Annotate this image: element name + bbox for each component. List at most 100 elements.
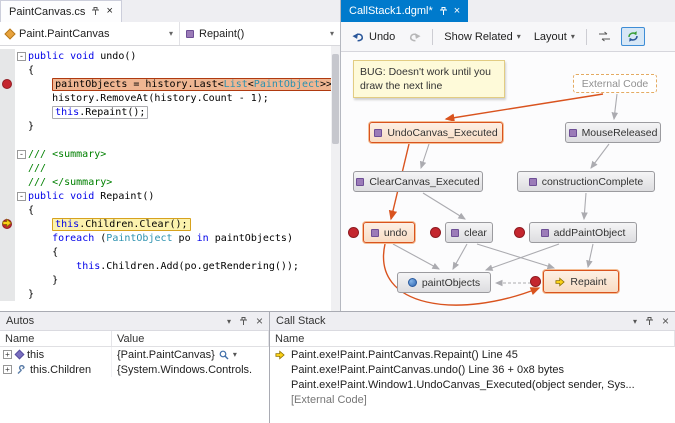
code-line[interactable]: foreach (PaintObject po in paintObjects) bbox=[0, 231, 340, 245]
breakpoint-gutter[interactable] bbox=[0, 63, 15, 77]
breakpoint-gutter[interactable] bbox=[0, 147, 15, 161]
editor-scrollbar[interactable] bbox=[331, 46, 340, 311]
code-line[interactable] bbox=[0, 133, 340, 147]
map-node-external-code[interactable]: External Code bbox=[573, 74, 657, 93]
code-line[interactable]: history.RemoveAt(history.Count - 1); bbox=[0, 91, 340, 105]
outline-margin[interactable]: - bbox=[15, 189, 28, 203]
outline-margin[interactable]: - bbox=[15, 49, 28, 63]
close-icon[interactable]: × bbox=[255, 314, 263, 328]
breakpoint-gutter[interactable] bbox=[0, 161, 15, 175]
breakpoint-gutter[interactable] bbox=[0, 91, 15, 105]
nav-type-dropdown[interactable]: Paint.PaintCanvas ▾ bbox=[0, 22, 180, 45]
code-line[interactable]: paintObjects = history.Last<List<PaintOb… bbox=[0, 77, 340, 91]
outline-margin[interactable]: - bbox=[15, 147, 28, 161]
breakpoint-gutter[interactable] bbox=[0, 133, 15, 147]
autos-row[interactable]: +this{Paint.PaintCanvas}▾ bbox=[0, 347, 269, 362]
autos-value-cell[interactable]: {Paint.PaintCanvas}▾ bbox=[112, 349, 269, 361]
show-related-dropdown[interactable]: Show Related ▾ bbox=[444, 30, 521, 43]
outline-margin[interactable] bbox=[15, 133, 28, 147]
auto-update-toggle-button[interactable] bbox=[620, 27, 645, 46]
map-node-paintobjects[interactable]: paintObjects bbox=[397, 272, 491, 293]
code-line[interactable]: this.Children.Add(po.getRendering()); bbox=[0, 259, 340, 273]
outline-margin[interactable] bbox=[15, 217, 28, 231]
code-line[interactable]: /// bbox=[0, 161, 340, 175]
outline-margin[interactable] bbox=[15, 105, 28, 119]
code-line[interactable]: -public void Repaint() bbox=[0, 189, 340, 203]
tab-callstack1-dgml[interactable]: CallStack1.dgml* × bbox=[341, 0, 469, 22]
code-line[interactable]: this.Children.Clear(); bbox=[0, 217, 340, 231]
code-map-canvas[interactable]: BUG: Doesn't work until you draw the nex… bbox=[341, 52, 675, 311]
outline-margin[interactable] bbox=[15, 119, 28, 133]
window-position-icon[interactable]: ▾ bbox=[632, 316, 637, 326]
outline-margin[interactable] bbox=[15, 77, 28, 91]
breakpoint-gutter[interactable] bbox=[0, 175, 15, 189]
breakpoint-gutter[interactable] bbox=[0, 77, 15, 91]
outline-margin[interactable] bbox=[15, 91, 28, 105]
pin-icon[interactable] bbox=[91, 7, 100, 16]
breakpoint-gutter[interactable] bbox=[0, 189, 15, 203]
breakpoint-gutter[interactable] bbox=[0, 203, 15, 217]
code-line[interactable]: /// </summary> bbox=[0, 175, 340, 189]
breakpoint-gutter[interactable] bbox=[0, 245, 15, 259]
map-node-mousereleased[interactable]: MouseReleased bbox=[565, 122, 661, 143]
autos-name-cell[interactable]: +this.Children bbox=[0, 362, 112, 377]
map-node-undocanvas-executed[interactable]: UndoCanvas_Executed bbox=[369, 122, 503, 143]
code-line[interactable]: -public void undo() bbox=[0, 49, 340, 63]
autos-name-cell[interactable]: +this bbox=[0, 347, 112, 362]
layout-dropdown[interactable]: Layout ▾ bbox=[533, 30, 575, 43]
call-stack-frame[interactable]: Paint.exe!Paint.Window1.UndoCanvas_Execu… bbox=[270, 377, 675, 392]
breakpoint-gutter[interactable] bbox=[0, 49, 15, 63]
column-header-name[interactable]: Name bbox=[270, 331, 675, 346]
window-position-icon[interactable]: ▾ bbox=[226, 316, 231, 326]
map-node-addpaintobject[interactable]: addPaintObject bbox=[529, 222, 637, 243]
fold-collapse-icon[interactable]: - bbox=[17, 191, 26, 201]
map-node-constructioncomplete[interactable]: constructionComplete bbox=[517, 171, 655, 192]
outline-margin[interactable] bbox=[15, 63, 28, 77]
column-header-name[interactable]: Name bbox=[0, 331, 112, 346]
code-line[interactable]: } bbox=[0, 287, 340, 301]
code-editor-surface[interactable]: -public void undo(){ paintObjects = hist… bbox=[0, 46, 340, 311]
outline-margin[interactable] bbox=[15, 231, 28, 245]
breakpoint-gutter[interactable] bbox=[0, 119, 15, 133]
pin-icon[interactable] bbox=[239, 316, 248, 326]
map-node-undo[interactable]: undo bbox=[363, 222, 415, 243]
pin-icon[interactable] bbox=[439, 6, 448, 16]
close-icon[interactable]: × bbox=[106, 5, 113, 17]
map-node-clearcanvas-executed[interactable]: ClearCanvas_Executed bbox=[353, 171, 483, 192]
autos-row[interactable]: +this.Children{System.Windows.Controls. bbox=[0, 362, 269, 377]
breakpoint-gutter[interactable] bbox=[0, 287, 15, 301]
outline-margin[interactable] bbox=[15, 287, 28, 301]
magnifier-icon[interactable] bbox=[219, 350, 229, 360]
map-node-repaint[interactable]: Repaint bbox=[543, 270, 619, 293]
code-line[interactable]: } bbox=[0, 273, 340, 287]
undo-button[interactable]: Undo bbox=[347, 28, 400, 46]
map-node-clear[interactable]: clear bbox=[445, 222, 493, 243]
redo-button[interactable] bbox=[403, 28, 426, 46]
breakpoint-gutter[interactable] bbox=[0, 231, 15, 245]
outline-margin[interactable] bbox=[15, 175, 28, 189]
breakpoint-gutter[interactable] bbox=[0, 273, 15, 287]
close-icon[interactable]: × bbox=[661, 314, 669, 328]
call-stack-frame[interactable]: [External Code] bbox=[270, 392, 675, 407]
call-stack-frame[interactable]: Paint.exe!Paint.PaintCanvas.undo() Line … bbox=[270, 362, 675, 377]
autos-value-cell[interactable]: {System.Windows.Controls. bbox=[112, 364, 269, 376]
tab-paintcanvas-cs[interactable]: PaintCanvas.cs × bbox=[0, 0, 122, 22]
expand-icon[interactable]: + bbox=[3, 350, 12, 359]
outline-margin[interactable] bbox=[15, 259, 28, 273]
code-line[interactable]: this.Repaint(); bbox=[0, 105, 340, 119]
nav-member-dropdown[interactable]: Repaint() ▾ bbox=[180, 22, 340, 45]
fold-collapse-icon[interactable]: - bbox=[17, 149, 26, 159]
pin-icon[interactable] bbox=[645, 316, 654, 326]
code-line[interactable]: { bbox=[0, 203, 340, 217]
column-header-value[interactable]: Value bbox=[112, 331, 269, 346]
close-icon[interactable]: × bbox=[453, 4, 461, 17]
chevron-down-icon[interactable]: ▾ bbox=[232, 350, 237, 359]
outline-margin[interactable] bbox=[15, 245, 28, 259]
code-line[interactable]: } bbox=[0, 119, 340, 133]
breakpoint-gutter[interactable] bbox=[0, 105, 15, 119]
code-line[interactable]: { bbox=[0, 245, 340, 259]
bug-annotation-note[interactable]: BUG: Doesn't work until you draw the nex… bbox=[353, 60, 505, 99]
code-line[interactable]: { bbox=[0, 63, 340, 77]
outline-margin[interactable] bbox=[15, 203, 28, 217]
call-stack-frame[interactable]: Paint.exe!Paint.PaintCanvas.Repaint() Li… bbox=[270, 347, 675, 362]
